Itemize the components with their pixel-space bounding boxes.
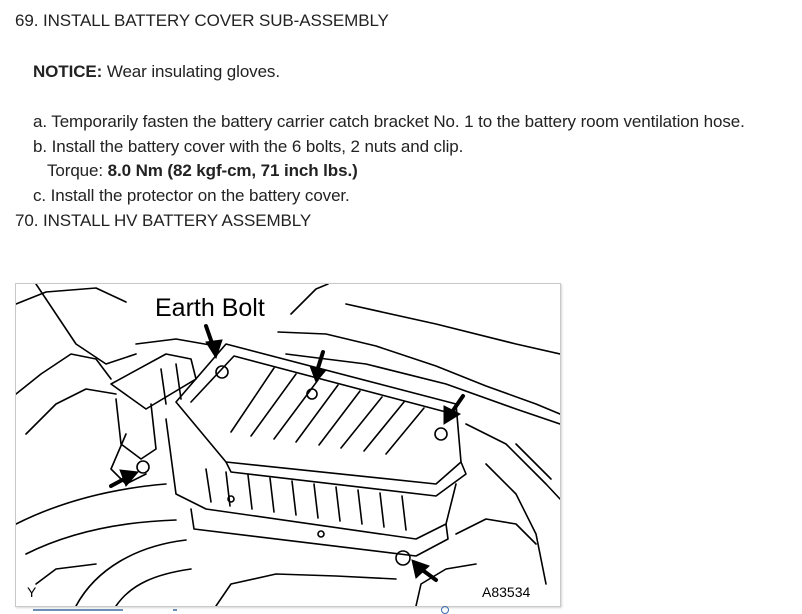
notice: NOTICE: Wear insulating gloves. [33,61,280,83]
figure-code: A83534 [482,584,531,600]
notice-label: NOTICE: [33,62,103,81]
battery-line-drawing [16,284,560,606]
torque-value: 8.0 Nm (82 kgf-cm, 71 inch lbs.) [107,161,358,180]
figure-corner-mark: Y [27,584,37,600]
torque-spec: Torque: 8.0 Nm (82 kgf-cm, 71 inch lbs.) [47,160,358,182]
cutoff-text-line [33,609,123,611]
step-69-heading: 69. INSTALL BATTERY COVER SUB-ASSEMBLY [15,10,389,32]
substep-b: b. Install the battery cover with the 6 … [33,137,464,156]
cutoff-circle-icon [441,606,449,614]
notice-text: Wear insulating gloves. [106,62,280,81]
step-70-title: INSTALL HV BATTERY ASSEMBLY [42,211,312,230]
next-content-peek [15,606,555,614]
earth-bolt-label: Earth Bolt [155,294,265,322]
torque-label: Torque: [47,161,104,180]
step-69-number: 69. [15,11,39,30]
battery-cover-illustration: Earth Bolt Y A83534 [15,283,561,607]
step-70-heading: 70. INSTALL HV BATTERY ASSEMBLY [15,210,311,232]
substep-c: c. Install the protector on the battery … [33,186,350,205]
step-69-title: INSTALL BATTERY COVER SUB-ASSEMBLY [42,11,389,30]
substep-a: a. Temporarily fasten the battery carrie… [33,112,745,131]
step-70-number: 70. [15,211,39,230]
cutoff-text-fragment [173,609,177,611]
